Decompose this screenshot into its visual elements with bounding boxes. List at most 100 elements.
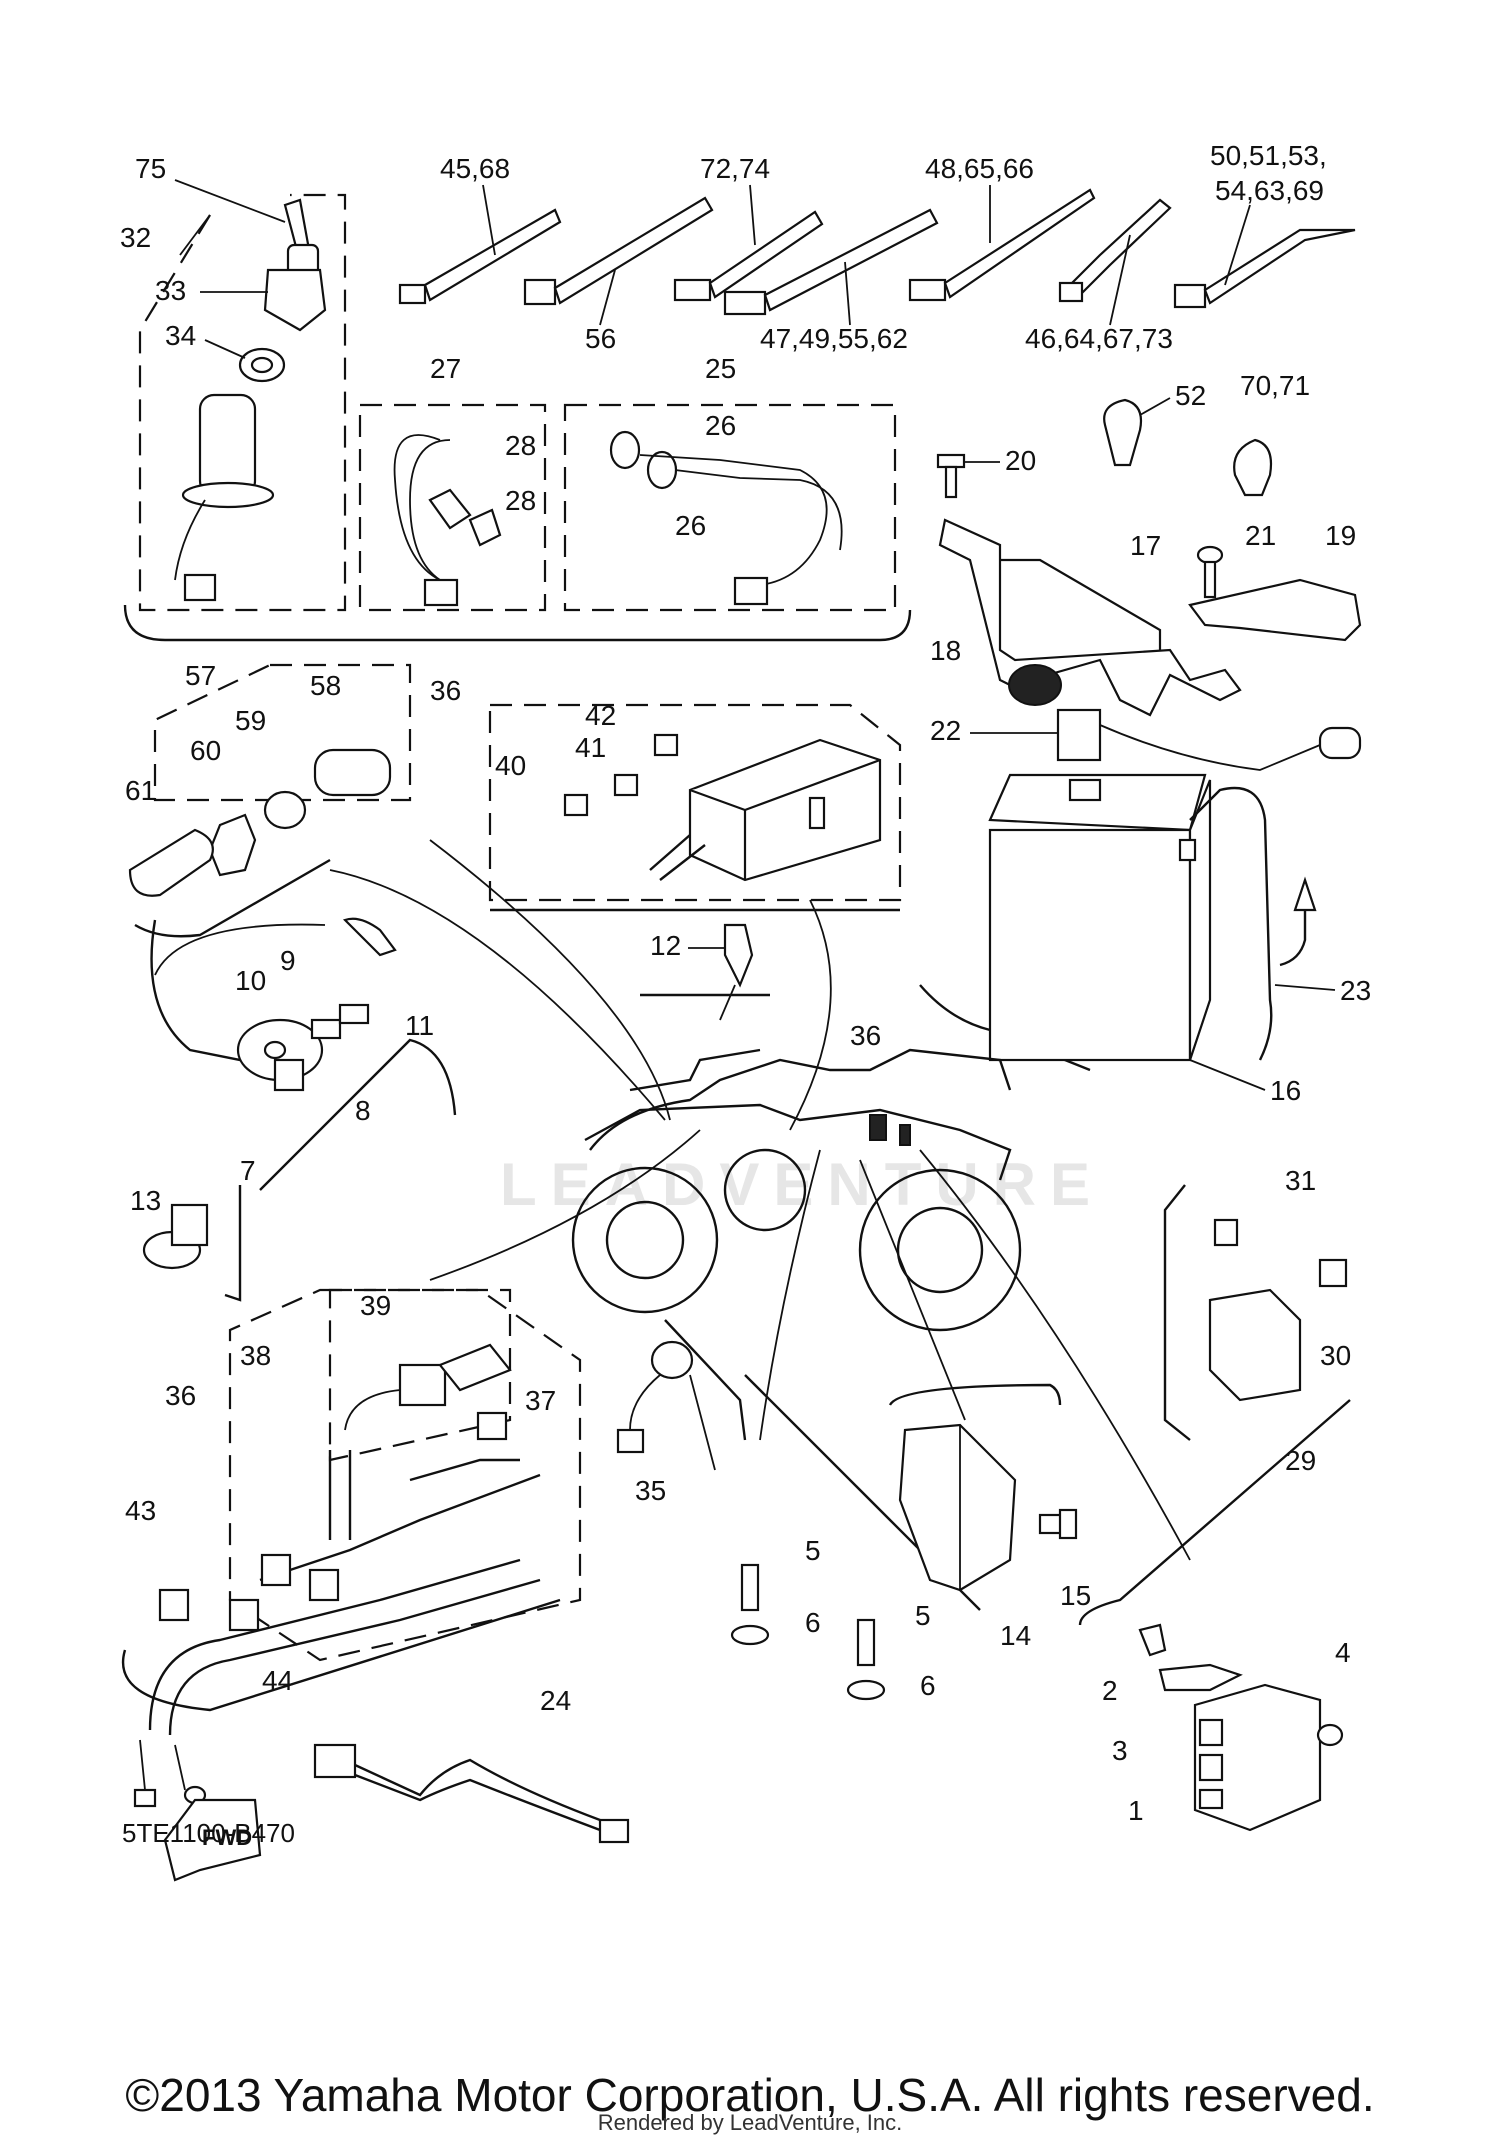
callout-70-71: 70,71 xyxy=(1240,370,1310,401)
callout-30: 30 xyxy=(1320,1340,1351,1371)
starter-relay-29 xyxy=(1208,1218,1348,1402)
callout-47-49: 47,49,55,62 xyxy=(760,323,908,354)
bracket-17 xyxy=(938,518,1242,717)
bolts-5 xyxy=(740,1563,876,1667)
callout-10: 10 xyxy=(235,965,266,996)
leader-curve-g xyxy=(919,1149,1191,1561)
callout-35: 35 xyxy=(635,1475,666,1506)
sender-13 xyxy=(142,1203,209,1270)
relay-7-group xyxy=(154,917,397,1092)
callout-40: 40 xyxy=(495,750,526,781)
key-cap-33 xyxy=(263,268,327,332)
callout-11: 11 xyxy=(405,1010,434,1041)
fuses-40-41-42 xyxy=(563,733,679,817)
callout-26a: 26 xyxy=(705,410,736,441)
cdi-unit-1 xyxy=(1138,1623,1344,1832)
main-switch-body xyxy=(174,393,275,602)
leader-curve-c xyxy=(789,899,832,1131)
callout-58: 58 xyxy=(310,670,341,701)
flasher-brace xyxy=(259,1038,457,1191)
callout-37: 37 xyxy=(525,1385,556,1416)
cable-tie-48-65 xyxy=(908,188,1096,302)
callout-1: 1 xyxy=(1128,1795,1144,1826)
callout-6b: 6 xyxy=(920,1670,936,1701)
callout-34: 34 xyxy=(165,320,196,351)
callout-6a: 6 xyxy=(805,1607,821,1638)
callout-28b: 28 xyxy=(505,485,536,516)
callout-46-64: 46,64,67,73 xyxy=(1025,323,1173,354)
callout-72-74: 72,74 xyxy=(700,153,770,184)
callout-labels: 75 32 33 34 45,68 56 72,74 47,49,55,62 4… xyxy=(120,140,1371,1826)
screw-21 xyxy=(1196,545,1224,599)
lead-wire-25 xyxy=(609,430,843,606)
cable-tie-50-51 xyxy=(1173,228,1356,309)
callout-4: 4 xyxy=(1335,1637,1351,1668)
lead-24 xyxy=(313,1743,630,1844)
clamp-70-71 xyxy=(1233,438,1273,497)
callout-17: 17 xyxy=(1130,530,1161,561)
battery-terminal-22 xyxy=(1056,708,1362,771)
sender-brace xyxy=(224,1185,242,1302)
callout-22: 22 xyxy=(930,715,961,746)
callout-2: 2 xyxy=(1102,1675,1118,1706)
battery-16 xyxy=(988,773,1212,1062)
wire-harness-group xyxy=(228,1288,582,1662)
callout-43: 43 xyxy=(125,1495,156,1526)
callout-23: 23 xyxy=(1340,975,1371,1006)
cdi-brace xyxy=(1078,1399,1351,1626)
harness-43-44 xyxy=(133,1558,541,1808)
leader-curve-a xyxy=(329,869,666,1121)
callout-21: 21 xyxy=(1245,520,1276,551)
callout-7: 7 xyxy=(240,1155,256,1186)
sensor-brace xyxy=(664,1319,747,1441)
callout-50-51: 50,51,53, xyxy=(1210,140,1327,171)
callout-31: 31 xyxy=(1285,1165,1316,1196)
leader-curve-f xyxy=(859,1159,966,1421)
fuse-box-group xyxy=(488,703,902,902)
sub-lead-38-39 xyxy=(344,1343,512,1441)
key-75 xyxy=(283,198,320,277)
cable-tie-45-68 xyxy=(398,208,562,305)
callout-9: 9 xyxy=(280,945,296,976)
callout-61: 61 xyxy=(125,775,156,806)
callout-24: 24 xyxy=(540,1685,571,1716)
callout-39: 39 xyxy=(360,1290,391,1321)
callout-16: 16 xyxy=(1270,1075,1301,1106)
nut-34 xyxy=(238,347,286,383)
callout-36-top: 36 xyxy=(430,675,461,706)
callout-52: 52 xyxy=(1175,380,1206,411)
plug-12 xyxy=(719,923,754,1021)
callout-38: 38 xyxy=(240,1340,271,1371)
callout-3: 3 xyxy=(1112,1735,1128,1766)
callout-56: 56 xyxy=(585,323,616,354)
callout-13: 13 xyxy=(130,1185,161,1216)
callout-41: 41 xyxy=(575,732,606,763)
fwd-label: FWD xyxy=(202,1825,252,1850)
harness-brace xyxy=(121,1598,561,1712)
callout-27: 27 xyxy=(430,353,461,384)
sub-lead-group-38 xyxy=(328,1288,512,1462)
socket-brace xyxy=(134,858,331,938)
diagram-code: 5TE1100-B470 xyxy=(122,1818,295,1848)
callout-8: 8 xyxy=(355,1095,371,1126)
cable-tie-72-74 xyxy=(673,210,824,302)
leader-curve-b xyxy=(429,839,671,1121)
callout-36-mid: 36 xyxy=(850,1020,881,1051)
bolt-15 xyxy=(1038,1508,1078,1540)
main-switch-group xyxy=(138,193,347,612)
callout-57: 57 xyxy=(185,660,216,691)
harness-36 xyxy=(259,1450,541,1602)
callout-32: 32 xyxy=(120,222,151,253)
negative-lead-23 xyxy=(1189,786,1317,1061)
callout-45-68: 45,68 xyxy=(440,153,510,184)
damper-18 xyxy=(1008,664,1062,706)
socket-group-57 xyxy=(153,663,412,802)
top-bracket-brace xyxy=(123,604,912,642)
cable-tie-56 xyxy=(523,196,714,306)
callout-33: 33 xyxy=(155,275,186,306)
lead-wire-27 xyxy=(393,434,502,607)
bolt-20 xyxy=(936,453,966,499)
plate-19 xyxy=(1188,578,1362,642)
callout-20: 20 xyxy=(1005,445,1036,476)
